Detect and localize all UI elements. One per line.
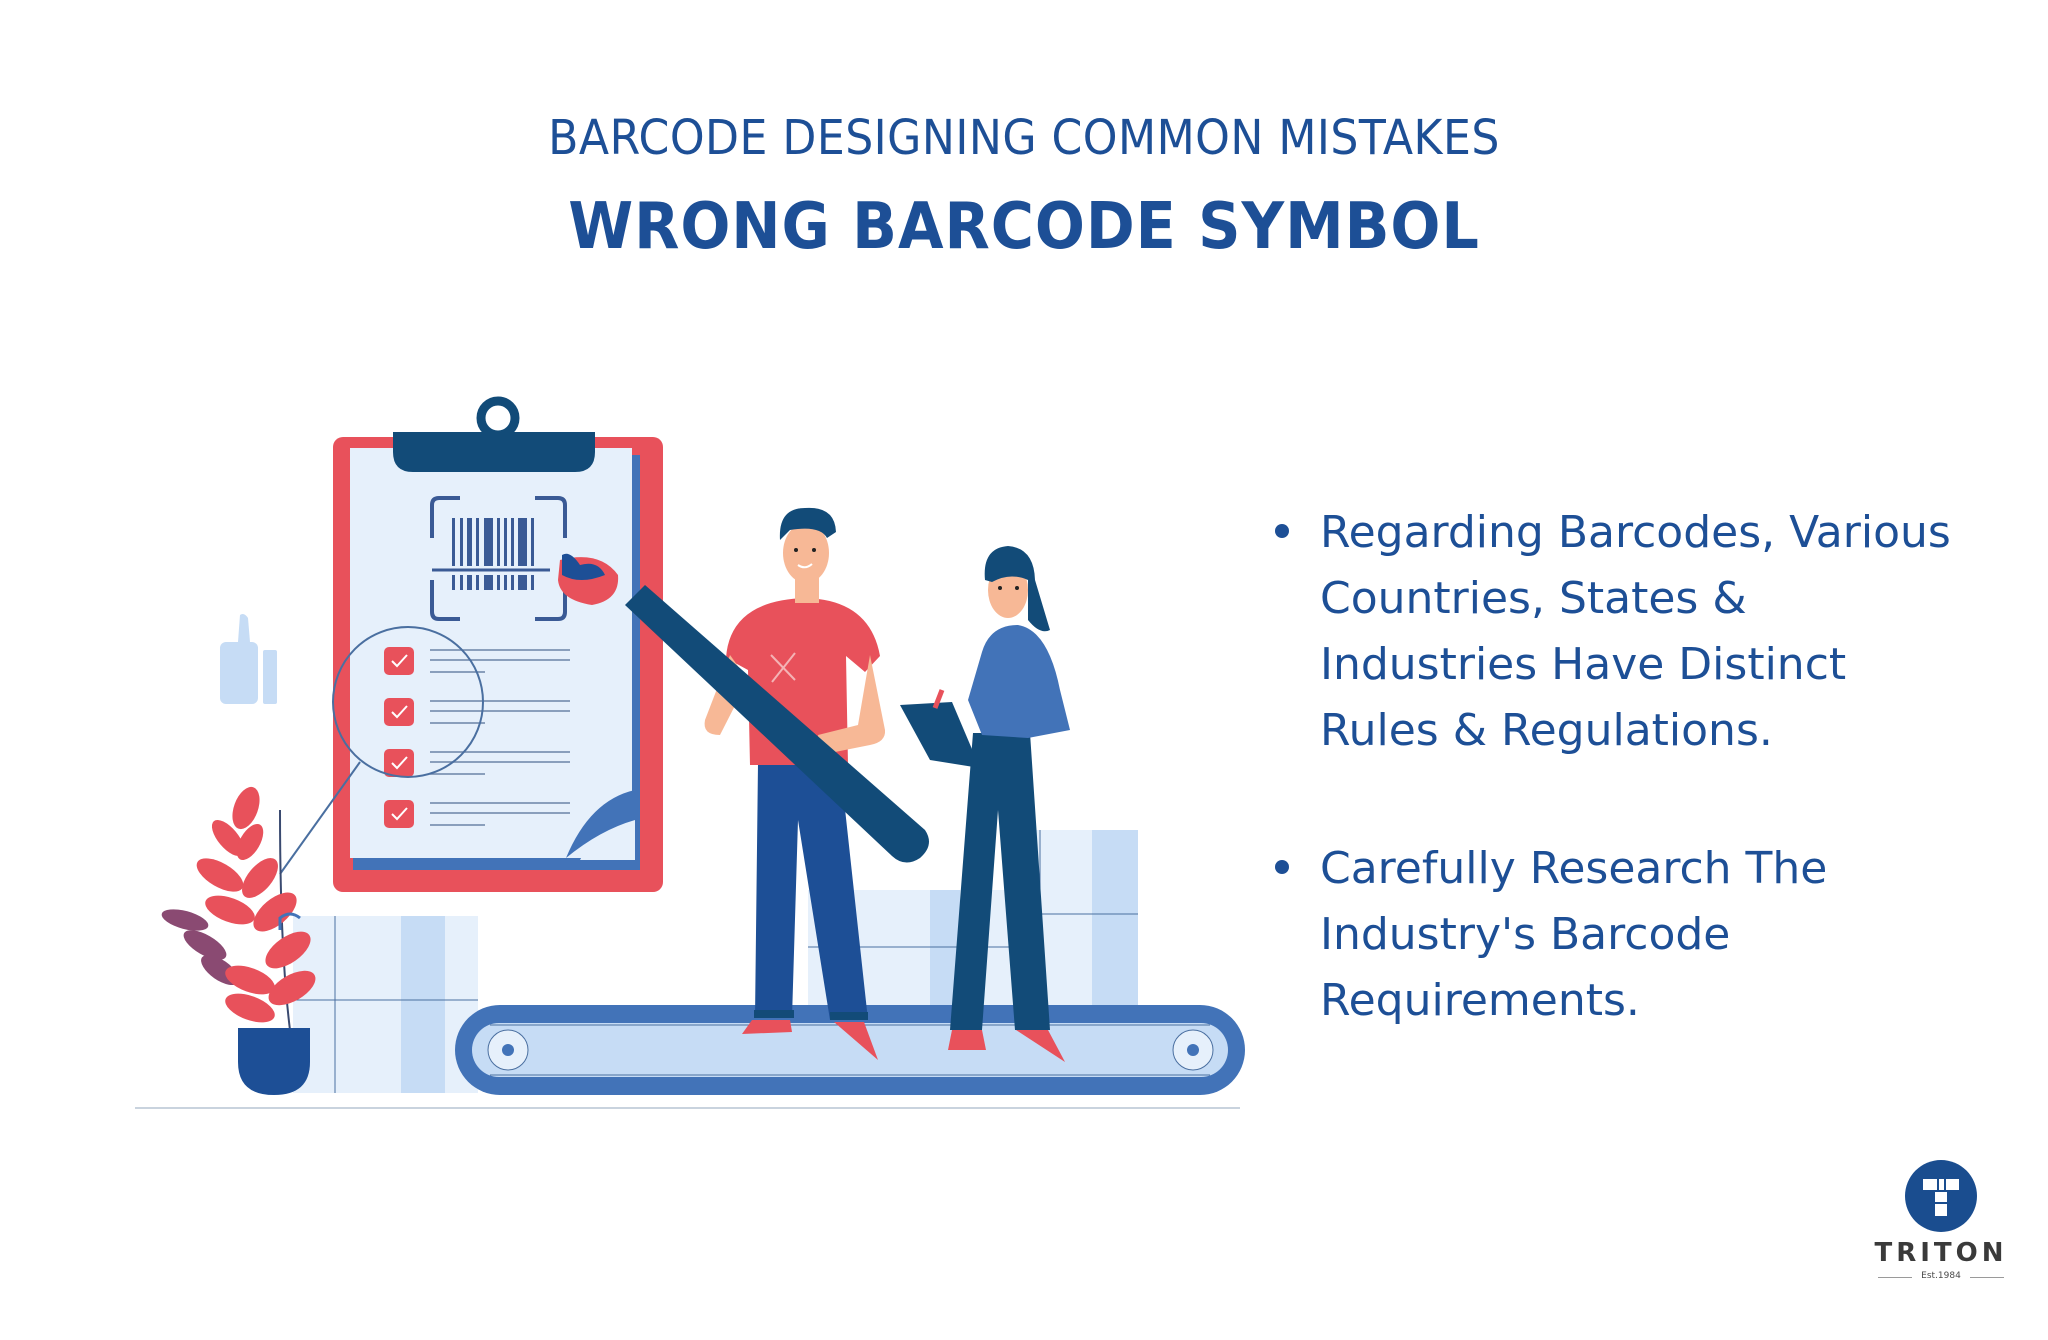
page-title: WRONG BARCODE SYMBOL xyxy=(568,190,1480,264)
bullet-item: Carefully Research The Industry's Barcod… xyxy=(1270,836,1970,1034)
bullet-dot-icon xyxy=(1275,860,1289,874)
box-icon xyxy=(293,916,478,1093)
bullet-item: Regarding Barcodes, Various Countries, S… xyxy=(1270,500,1970,764)
logo-divider xyxy=(1878,1277,1912,1278)
page-subtitle: BARCODE DESIGNING COMMON MISTAKES xyxy=(548,110,1500,166)
barcode-icon xyxy=(430,496,567,621)
checkbox-icon xyxy=(384,800,570,828)
checkbox-icon xyxy=(384,647,570,675)
illustration xyxy=(130,390,1260,1150)
clipboard-icon xyxy=(333,396,663,892)
plant-icon xyxy=(161,786,316,1095)
checkbox-icon xyxy=(384,698,570,726)
logo-name: TRITON xyxy=(1874,1238,2008,1268)
thumbs-up-icon xyxy=(220,614,277,704)
t-block-icon xyxy=(1923,1179,1959,1216)
paintbrush-icon xyxy=(558,553,929,863)
logo-established: Est.1984 xyxy=(1921,1271,1961,1281)
checklist xyxy=(384,647,570,828)
logo-circle-icon xyxy=(1905,1160,1977,1232)
triton-logo: TRITON Est.1984 xyxy=(1870,1150,2010,1290)
checkbox-icon xyxy=(384,749,570,777)
logo-divider xyxy=(1970,1277,2004,1278)
bullet-dot-icon xyxy=(1275,524,1289,538)
bullet-text: Carefully Research The Industry's Barcod… xyxy=(1320,843,1828,1026)
woman-figure xyxy=(900,546,1070,1062)
bullet-list: Regarding Barcodes, Various Countries, S… xyxy=(1270,500,1970,1106)
bullet-text: Regarding Barcodes, Various Countries, S… xyxy=(1320,507,1951,756)
magnifier-icon xyxy=(279,626,484,875)
barcode-bars xyxy=(452,518,534,590)
